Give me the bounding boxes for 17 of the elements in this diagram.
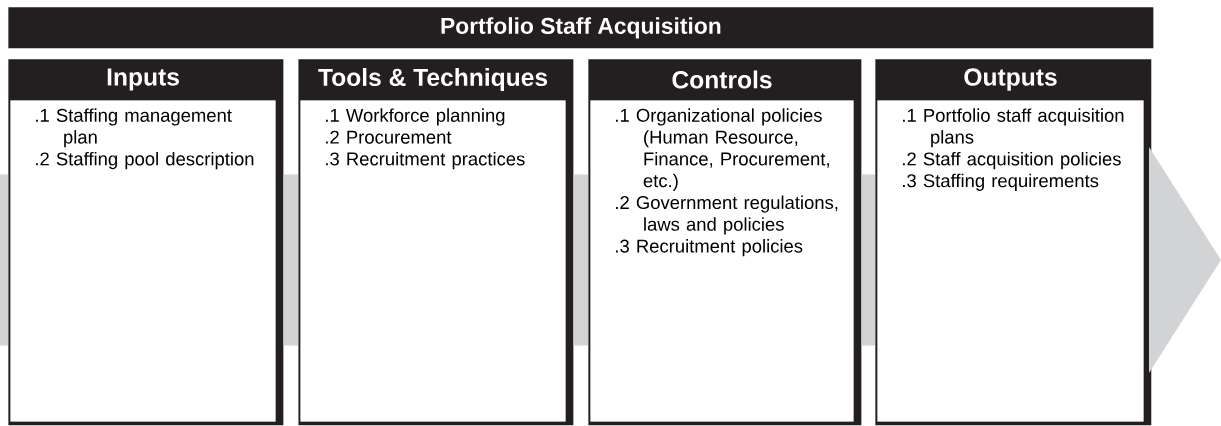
flow-arrow xyxy=(1149,147,1221,373)
list-item: .3 Recruitment practices xyxy=(326,151,525,170)
process-box: Inputs .1 Staffing management plan .2 Staffing pool description xyxy=(8,59,284,426)
list-item: .1 Workforce planning xyxy=(326,108,505,126)
list-item: .1 Staffing management plan xyxy=(36,108,232,148)
title-bar: Portfolio Staff Acquisition xyxy=(8,7,1154,49)
list-item: .1 Organizational policies (Human Resource, Finance, Procurement, etc.) xyxy=(616,108,829,191)
process-box: Controls .1 Organizational policies (Human Resource, Finance, Procurement, etc.) .2 Government regulations, laws and policies .3 Recruitment policies xyxy=(588,59,862,426)
list-item: .2 Staff acquisition policies xyxy=(903,151,1121,170)
list-item: .2 Government regulations, laws and policies xyxy=(616,195,838,235)
process-box: Outputs .1 Portfolio staff acquisition plans .2 Staff acquisition policies .3 Staffing requirements xyxy=(875,59,1152,426)
process-box: Tools & Techniques .1 Workforce planning .2 Procurement .3 Recruitment practices xyxy=(298,59,574,426)
list-item: .2 Procurement xyxy=(326,130,452,144)
list-item: .1 Portfolio staff acquisition plans xyxy=(903,108,1124,148)
list-item: .3 Recruitment policies xyxy=(616,239,803,257)
list-item: .2 Staffing pool description xyxy=(36,151,254,170)
list-item: .3 Staffing requirements xyxy=(903,173,1099,191)
